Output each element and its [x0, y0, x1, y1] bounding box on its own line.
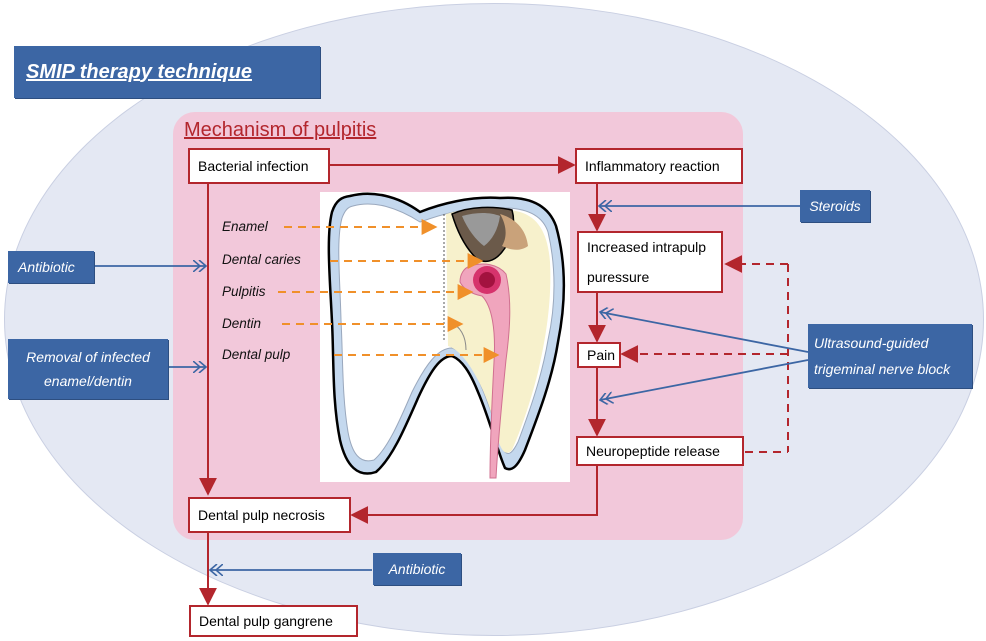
feedback-dashed-arrows [620, 255, 789, 453]
removal-line2: enamel/dentin [44, 373, 132, 389]
removal-infected-treatment: Removal of infected enamel/dentin [8, 339, 168, 399]
pathway-arrows [199, 156, 606, 606]
dental-pulp-label: Dental pulp [222, 347, 291, 362]
dentin-label: Dentin [222, 316, 262, 331]
nerve-block-treatment: Ultrasound-guided trigeminal nerve block [808, 324, 972, 388]
page-title: SMIP therapy technique [14, 46, 320, 98]
antibiotic-treatment-left: Antibiotic [8, 251, 94, 283]
nerve-block-line1: Ultrasound-guided [814, 335, 929, 351]
pulpitis-label: Pulpitis [222, 284, 266, 299]
dental-pulp-gangrene-box: Dental pulp gangrene [189, 605, 358, 637]
pain-box: Pain [577, 342, 621, 368]
dental-caries-label: Dental caries [222, 252, 301, 267]
enamel-label: Enamel [222, 219, 268, 234]
bacterial-infection-box: Bacterial infection [188, 148, 330, 184]
inflammatory-reaction-box: Inflammatory reaction [575, 148, 743, 184]
antibiotic-treatment-bottom: Antibiotic [373, 553, 461, 585]
removal-line1: Removal of infected [26, 349, 150, 365]
tooth-drawing [327, 192, 566, 479]
neuropeptide-release-box: Neuropeptide release [576, 436, 744, 466]
nerve-block-line2: trigeminal nerve block [814, 361, 951, 377]
increased-pressure-line1: Increased intrapulp [587, 239, 707, 255]
increased-pressure-box: Increased intrapulp puressure [577, 231, 723, 293]
treatment-arrows [94, 206, 809, 570]
tooth-label-arrows [278, 219, 500, 363]
increased-pressure-line2: puressure [587, 269, 650, 285]
panel-title: Mechanism of pulpitis [184, 119, 377, 141]
dental-pulp-necrosis-box: Dental pulp necrosis [188, 497, 351, 533]
steroids-treatment: Steroids [800, 190, 870, 222]
